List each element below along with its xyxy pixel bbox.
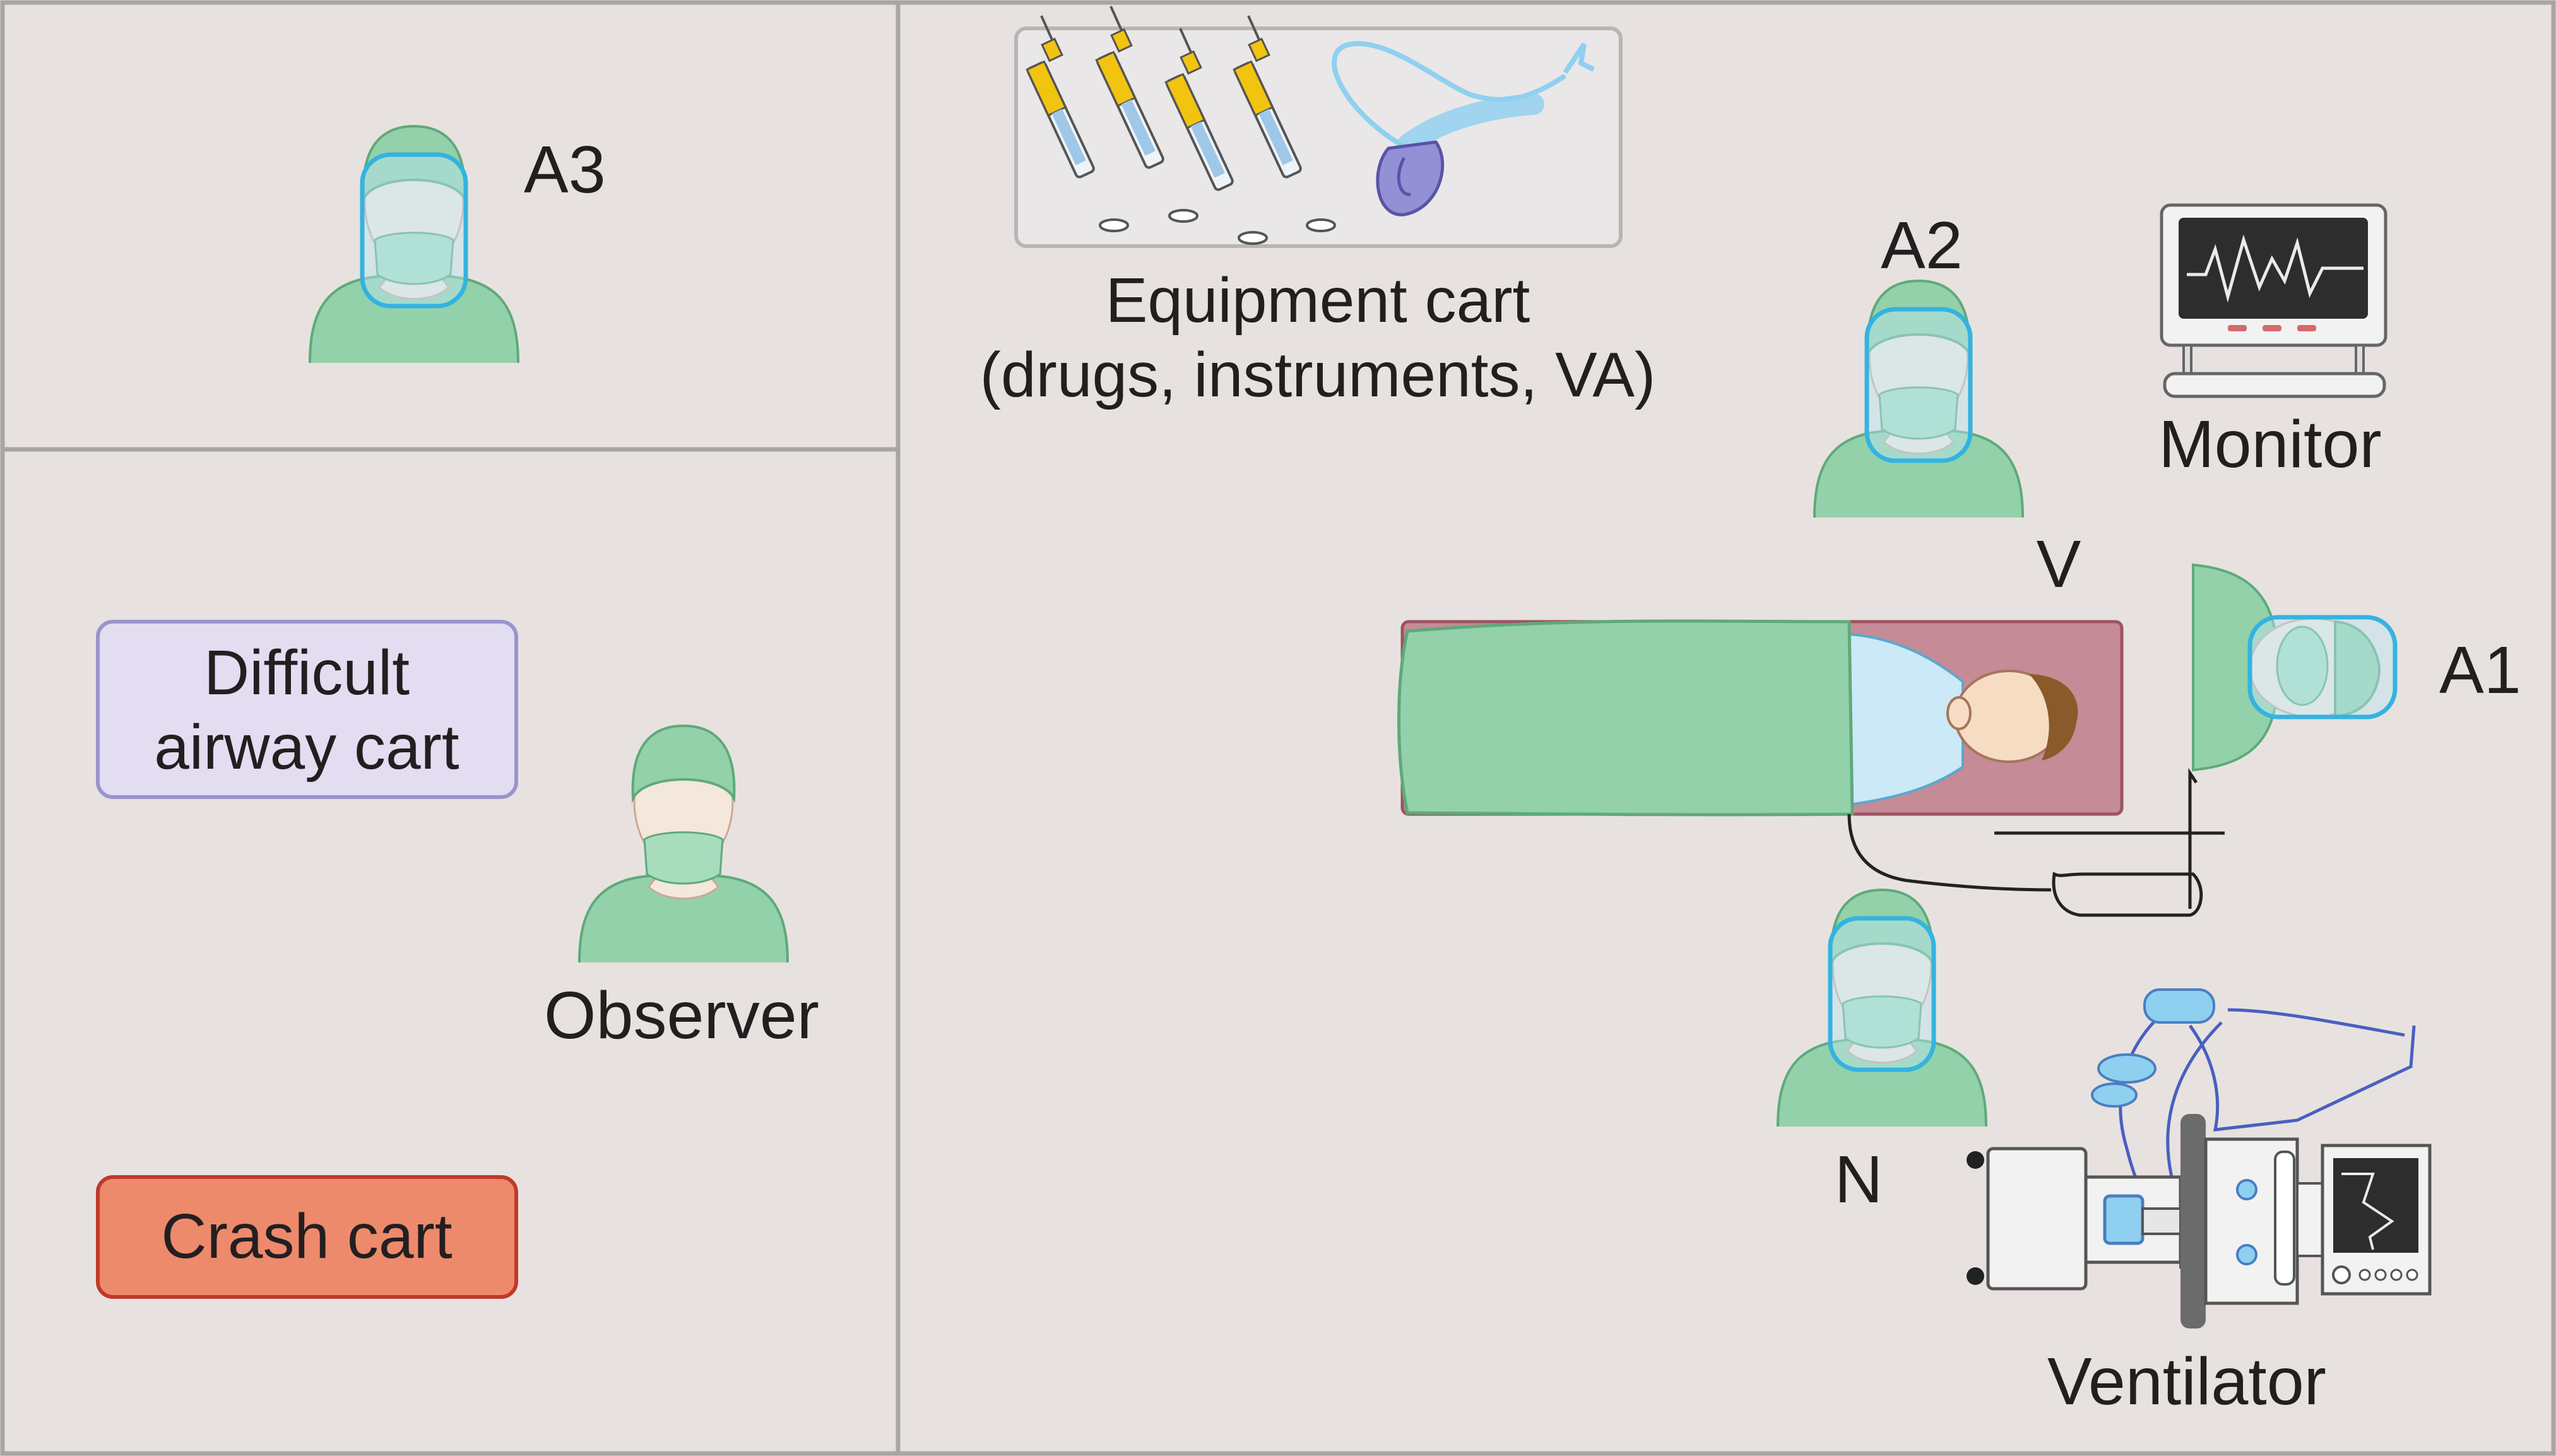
equipment-cart-label-2: (drugs, instruments, VA) — [980, 340, 1656, 410]
label-monitor: Monitor — [2158, 407, 2381, 482]
difficult-airway-label-2: airway cart — [154, 712, 459, 783]
difficult-airway-label-1: Difficult — [204, 637, 410, 708]
label-v: V — [2037, 527, 2081, 601]
ventilator-icon — [1967, 988, 2432, 1329]
label-a1: A1 — [2439, 633, 2521, 707]
person-a1 — [2192, 563, 2398, 772]
label-a2: A2 — [1881, 208, 1963, 283]
label-observer: Observer — [544, 978, 819, 1053]
patient-icon — [1397, 619, 2225, 917]
equipment-cart: Equipment cart (drugs, instruments, VA) — [980, 5, 1656, 410]
difficult-airway-cart: Difficult airway cart — [96, 620, 518, 799]
crash-cart-label: Crash cart — [161, 1201, 452, 1272]
equipment-cart-label-1: Equipment cart — [1106, 265, 1530, 336]
label-a3: A3 — [524, 133, 606, 207]
monitor-icon — [2160, 203, 2387, 398]
crash-cart: Crash cart — [96, 1175, 518, 1299]
label-ventilator: Ventilator — [2047, 1344, 2326, 1419]
airway-device-icon — [1332, 41, 1595, 216]
label-n: N — [1835, 1142, 1883, 1217]
